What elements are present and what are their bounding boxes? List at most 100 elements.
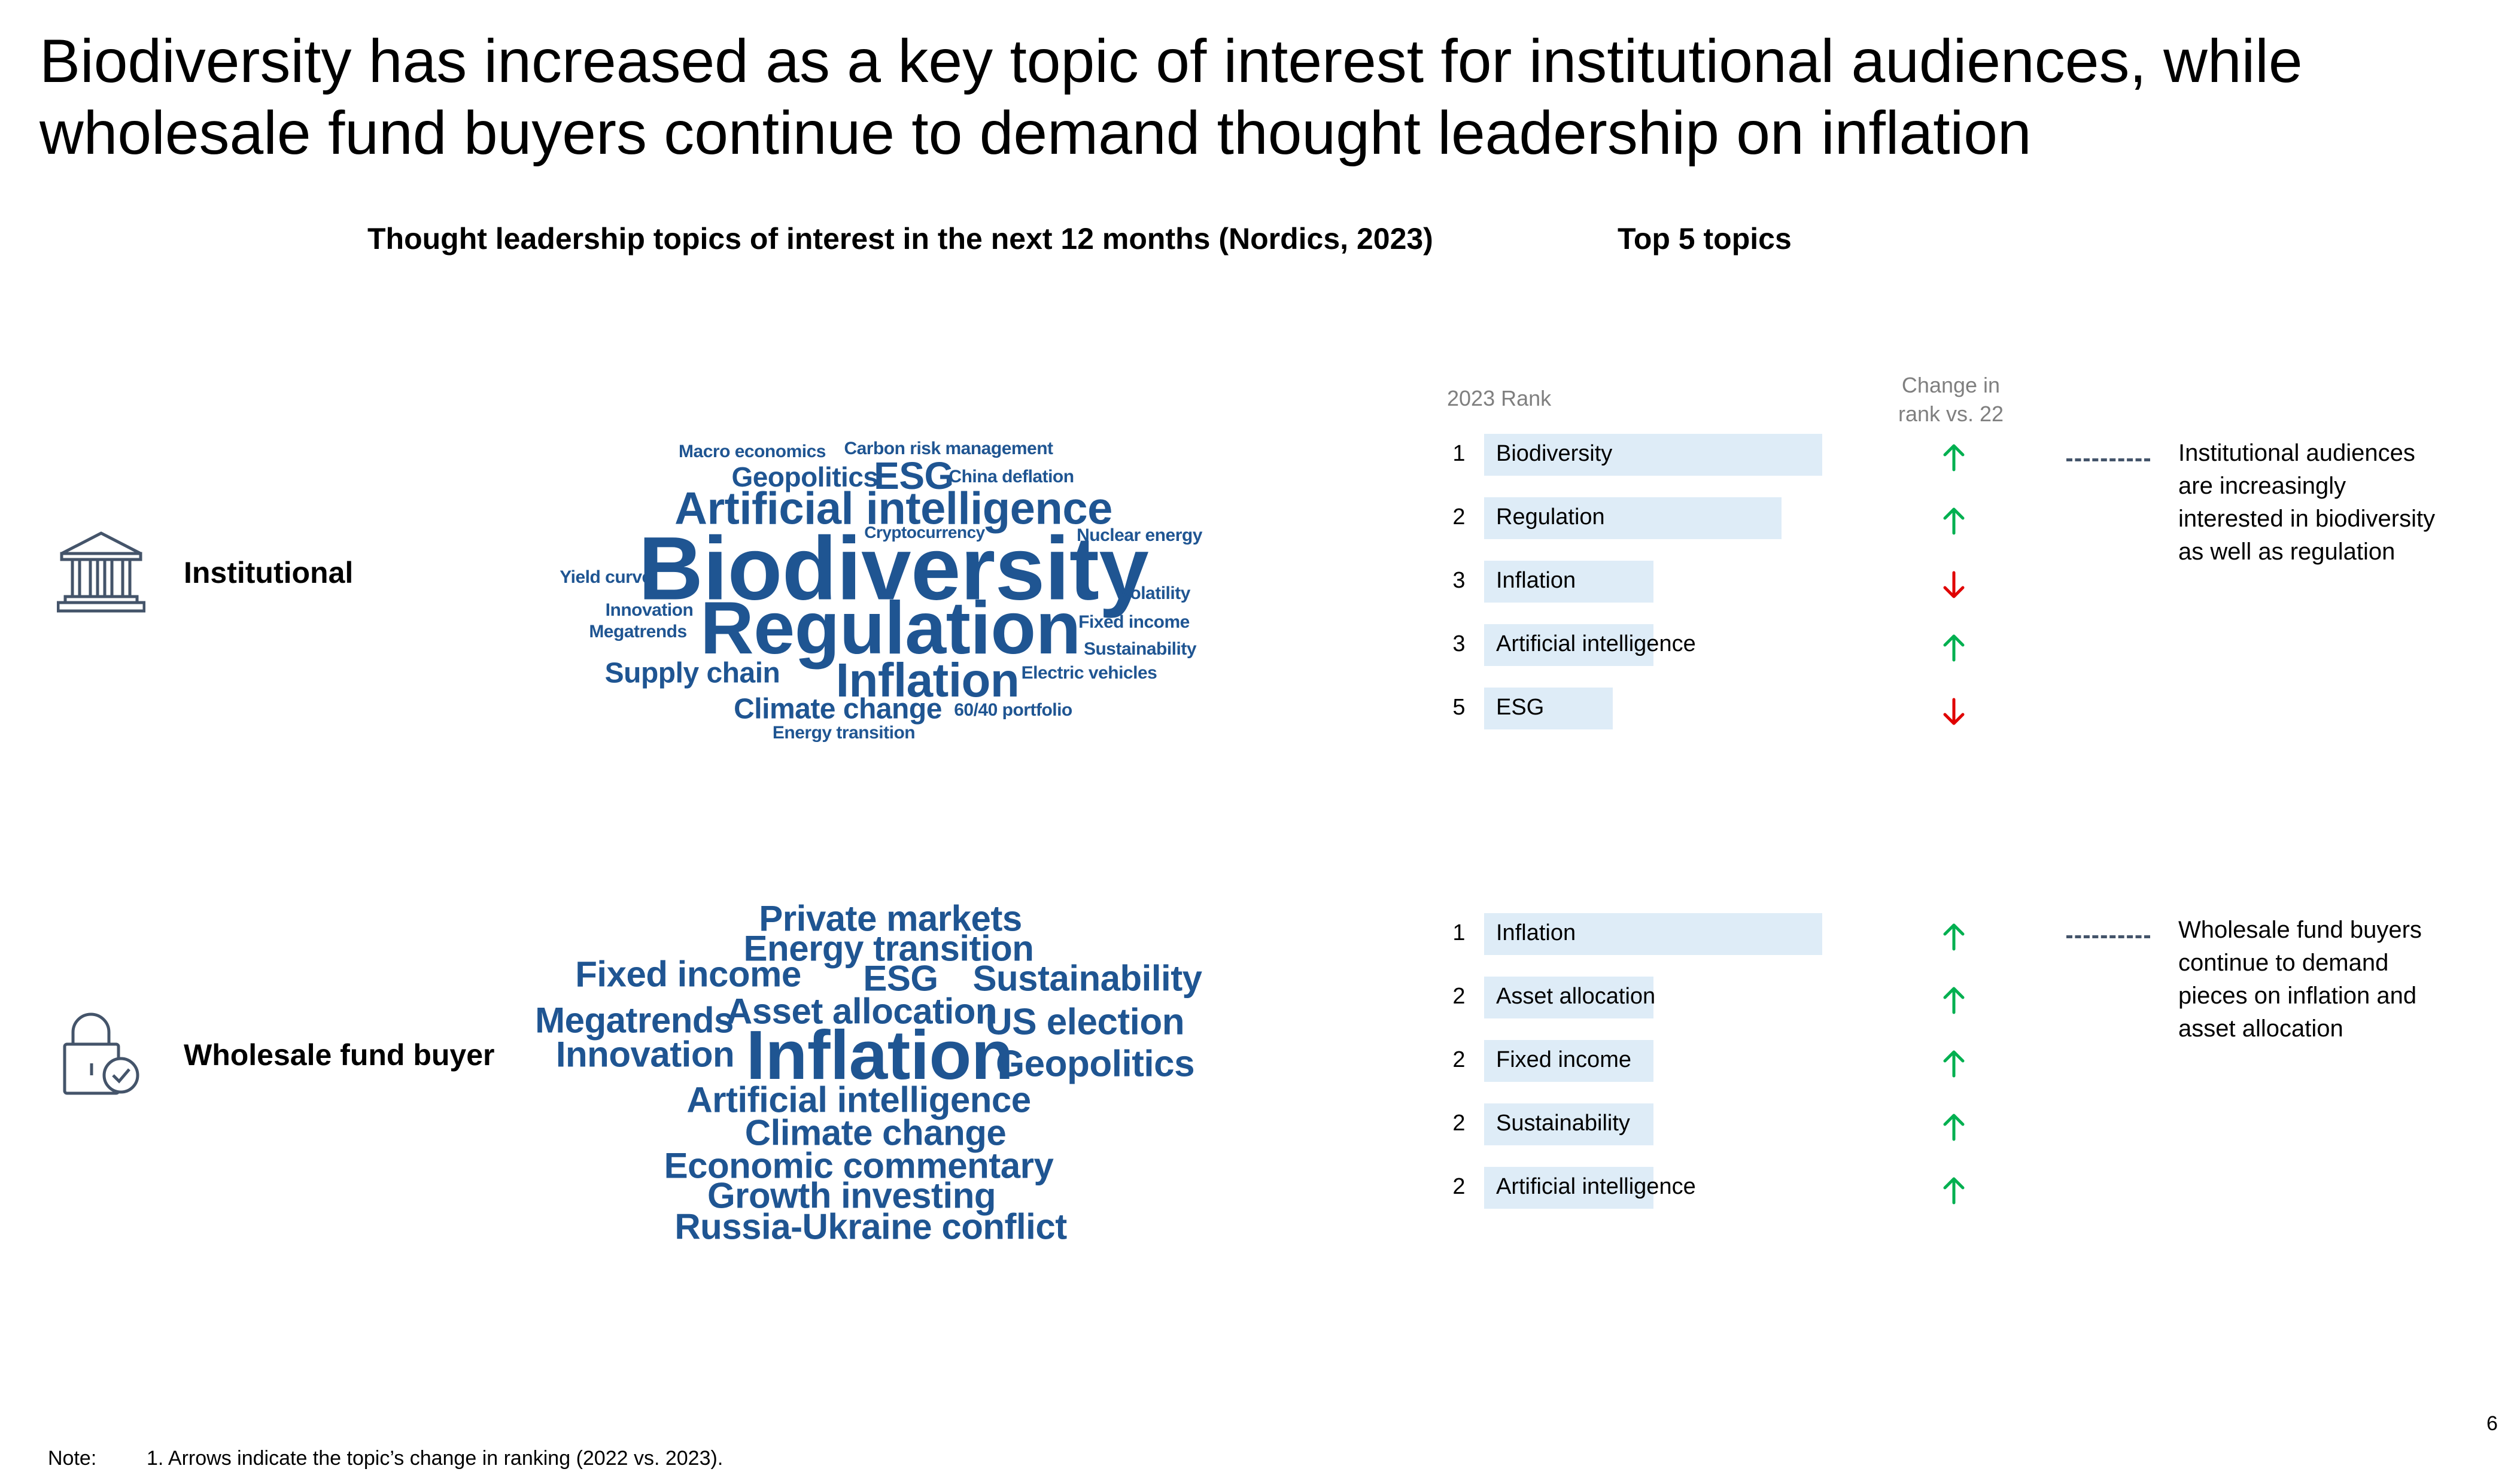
topic-label: ESG (1496, 695, 1545, 720)
cloud-word: Innovation (605, 600, 694, 620)
cloud-word: ESG (863, 958, 938, 999)
topic-label: Fixed income (1496, 1047, 1631, 1072)
cloud-word: Artificial intelligence (686, 1079, 1031, 1120)
change-arrow (1943, 507, 1965, 535)
rank-number: 2 (1452, 504, 1466, 530)
cloud-word: Cryptocurrency (864, 523, 985, 542)
arrow-down-icon (1943, 571, 1965, 598)
topic-label: Inflation (1496, 568, 1576, 593)
cloud-word: US election (985, 1001, 1185, 1043)
arrow-down-icon (1943, 698, 1965, 725)
cloud-word: Regulation (700, 587, 1081, 670)
rank-number: 3 (1452, 631, 1466, 656)
rank-number: 3 (1452, 568, 1466, 593)
rank-column-header: 2023 Rank (1447, 386, 1552, 410)
cloud-word: Geopolitics (731, 461, 878, 492)
topic-bar (1484, 1103, 1653, 1145)
cloud-word: Yield curve (560, 567, 652, 587)
cloud-word: Biodiversity (638, 518, 1149, 619)
topic-bar (1484, 434, 1822, 476)
change-header-line-1: Change in (1901, 373, 2001, 397)
cloud-word: Volatility (1120, 583, 1190, 603)
change-arrow (1943, 1114, 1965, 1141)
topic-bar (1484, 1167, 1653, 1209)
word-cloud-wholesale: Private markets Energy transition Fixed … (535, 886, 1227, 1257)
cloud-word: Climate change (744, 1112, 1007, 1153)
cloud-word: Energy transition (743, 928, 1034, 969)
title-line-1: Biodiversity has increased as a key topi… (39, 27, 2303, 95)
rank-number: 1 (1452, 920, 1466, 945)
topic-label: Inflation (1496, 920, 1576, 945)
topic-bar (1484, 977, 1653, 1018)
word-cloud-institutional: Macro economics Carbon risk management G… (539, 419, 1227, 754)
rank-number: 2 (1452, 984, 1466, 1009)
topic-bar (1484, 1040, 1653, 1082)
rank-number: 2 (1452, 1174, 1466, 1199)
arrow-up-icon (1943, 987, 1965, 1014)
cloud-word: 60/40 portfolio (954, 700, 1072, 720)
cloud-word: Nuclear energy (1077, 525, 1202, 545)
cloud-word: Fixed income (575, 954, 801, 995)
rank-number: 1 (1452, 441, 1466, 466)
slide-title: Biodiversity has increased as a key topi… (39, 25, 2433, 169)
cloud-word: Growth investing (707, 1175, 996, 1216)
top5-heading: Top 5 topics (1618, 222, 1792, 256)
change-arrow (1943, 1050, 1965, 1078)
cloud-word: Macro economics (679, 442, 826, 461)
segment-label-institutional: Institutional (184, 556, 354, 589)
change-arrow (1943, 987, 1965, 1014)
rank-number: 2 (1452, 1047, 1466, 1072)
change-header-line-2: rank vs. 22 (1898, 402, 2004, 426)
topic-bar (1484, 688, 1613, 729)
change-column-header: Change in rank vs. 22 (1897, 371, 2005, 428)
arrow-up-icon (1943, 1114, 1965, 1141)
change-arrow (1943, 923, 1965, 951)
segment-label-wholesale: Wholesale fund buyer (184, 1038, 495, 1072)
cloud-word: Energy transition (772, 723, 916, 743)
title-line-2: wholesale fund buyers continue to demand… (39, 99, 2032, 167)
cloud-heading: Thought leadership topics of interest in… (367, 222, 1433, 256)
arrow-up-icon (1943, 507, 1965, 535)
change-arrow (1943, 444, 1965, 472)
cloud-word: Economic commentary (664, 1145, 1054, 1186)
topic-label: Sustainability (1496, 1111, 1630, 1136)
commentary-institutional: Institutional audiences are increasingly… (2178, 440, 2436, 565)
cloud-word: Supply chain (604, 657, 780, 689)
arrow-up-icon (1943, 1050, 1965, 1078)
arrow-up-icon (1943, 634, 1965, 662)
cloud-word: ESG (874, 454, 954, 497)
cloud-word: Inflation (835, 653, 1020, 707)
change-arrow (1943, 634, 1965, 662)
cloud-word: Megatrends (535, 1000, 734, 1041)
connector-dash (2066, 935, 2150, 938)
topic-label: Regulation (1496, 504, 1605, 530)
cloud-word: Innovation (555, 1034, 735, 1075)
page-number: 6 (2486, 1412, 2498, 1435)
arrow-up-icon (1943, 444, 1965, 472)
cloud-word: Megatrends (589, 622, 687, 641)
note-label: Note: (48, 1447, 97, 1470)
topic-label: Biodiversity (1496, 441, 1613, 466)
rank-number: 2 (1452, 1111, 1466, 1136)
change-arrow (1943, 1177, 1965, 1205)
cloud-word: Geopolitics (995, 1043, 1195, 1085)
topic-label: Artificial intelligence (1496, 1174, 1696, 1199)
connector-dash (2066, 458, 2150, 461)
cloud-word: Russia-Ukraine conflict (674, 1206, 1067, 1247)
cloud-word: Sustainability (972, 958, 1202, 999)
cloud-word: Private markets (759, 898, 1022, 939)
cloud-word: Artificial intelligence (674, 483, 1112, 534)
topic-bar (1484, 561, 1653, 603)
cloud-word: Asset allocation (726, 991, 998, 1032)
cloud-word: Inflation (746, 1016, 1014, 1094)
bank-icon (56, 530, 146, 616)
cloud-word: Carbon risk management (844, 439, 1053, 458)
change-arrow (1943, 571, 1965, 598)
lock-check-icon (60, 1008, 141, 1098)
commentary-wholesale: Wholesale fund buyers continue to demand… (2178, 917, 2422, 1042)
cloud-word: Sustainability (1083, 639, 1197, 659)
cloud-word: Fixed income (1078, 612, 1190, 632)
topic-label: Asset allocation (1496, 984, 1656, 1009)
topic-bar (1484, 624, 1653, 666)
cloud-word: Electric vehicles (1021, 663, 1157, 683)
